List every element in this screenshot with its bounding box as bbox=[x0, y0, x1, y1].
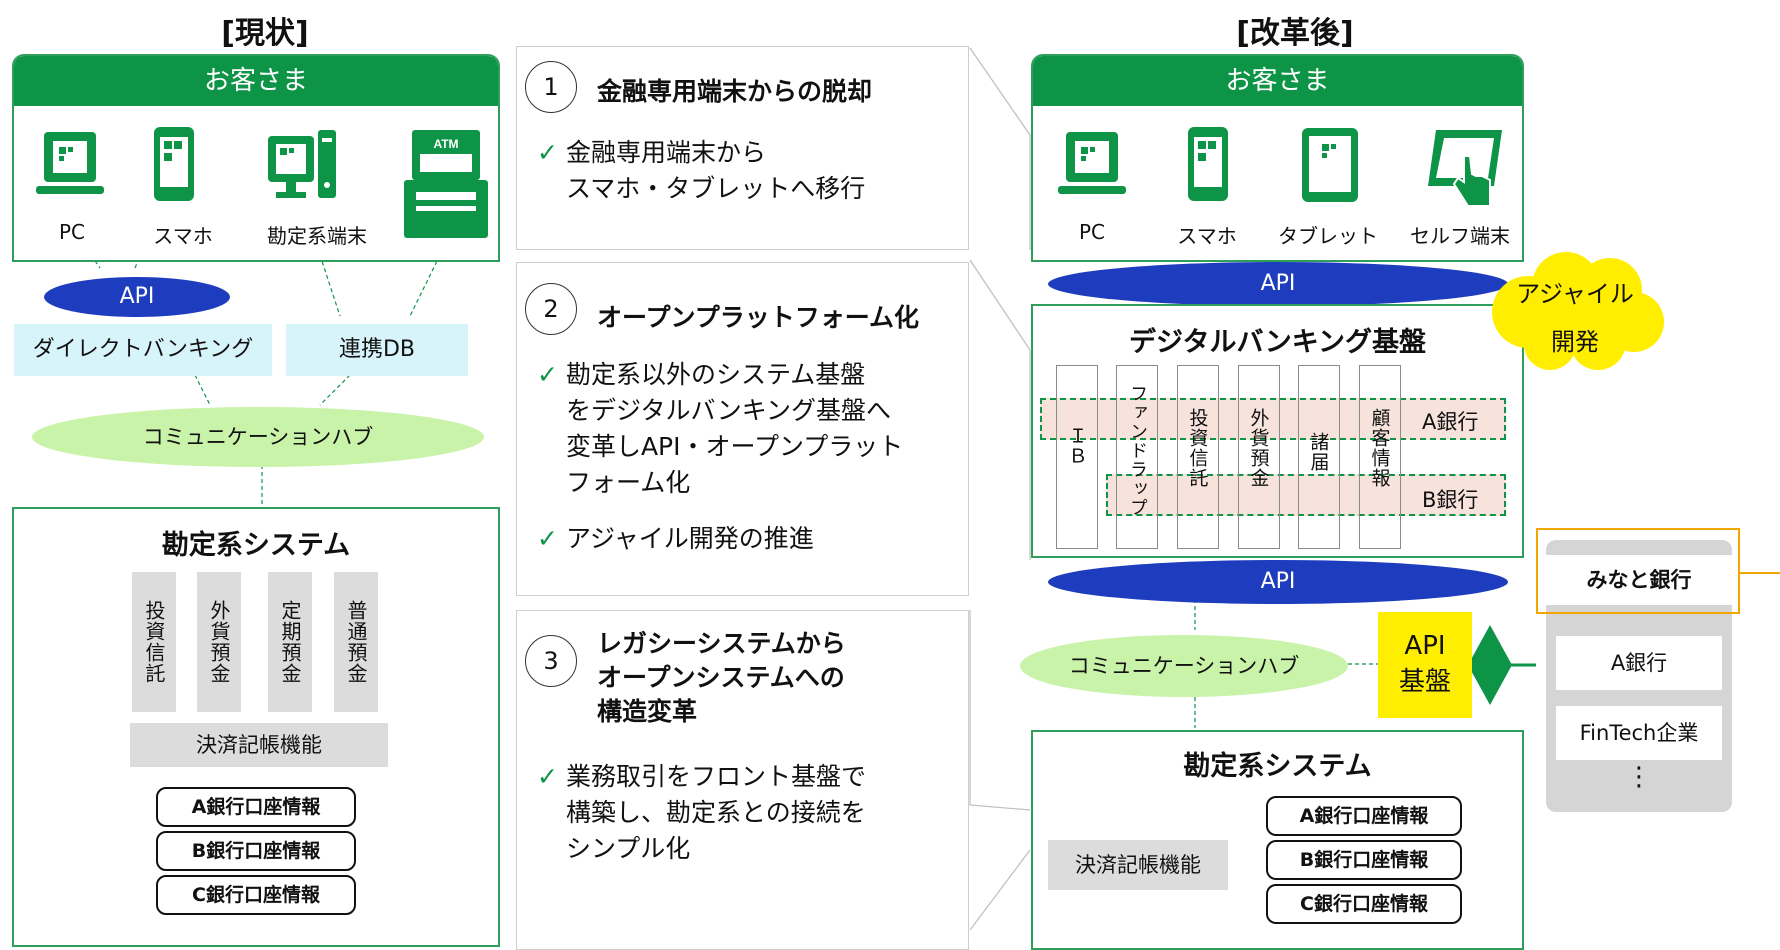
smartphone-icon bbox=[154, 127, 194, 201]
check-icon: ✓ bbox=[537, 360, 558, 389]
device-label-smartphone: スマホ bbox=[153, 224, 213, 248]
agile-development-label: アジャイル 開発 bbox=[1516, 280, 1634, 356]
svg-text:ATM: ATM bbox=[433, 137, 458, 151]
right-core-title: 勘定系システム bbox=[1183, 751, 1372, 782]
left-api-ellipse: API bbox=[44, 277, 230, 317]
agile-cloud-shape bbox=[1492, 252, 1664, 370]
after-reform-title: [改革後] bbox=[1236, 16, 1354, 51]
core-col-foreign-deposit: 外貨預金 bbox=[197, 572, 241, 712]
partner-minato-bank: みなと銀行 bbox=[1546, 555, 1732, 605]
device-label-self-terminal: セルフ端末 bbox=[1410, 224, 1510, 248]
digital-col-foreign-deposit: 外貨預金 bbox=[1238, 365, 1280, 549]
step-3-bullet: ✓ 業務取引をフロント基盤で 構築し、勘定系との接続を シンプル化 bbox=[537, 759, 866, 867]
step-1-bullet: ✓ 金融専用端末から スマホ・タブレットへ移行 bbox=[537, 135, 865, 207]
current-state-title: [現状] bbox=[221, 16, 309, 51]
core-col-savings-deposit: 普通預金 bbox=[334, 572, 378, 712]
digital-col-investment: 投資信託 bbox=[1177, 365, 1219, 549]
digital-banking-title: デジタルバンキング基盤 bbox=[1129, 327, 1426, 358]
digital-col-fundwrap: ファンドラップ bbox=[1116, 365, 1158, 549]
right-account-a: A銀行口座情報 bbox=[1266, 796, 1462, 836]
bank-a-row bbox=[1040, 398, 1506, 440]
left-core-title: 勘定系システム bbox=[161, 530, 351, 561]
digital-col-notifications: 諸届 bbox=[1298, 365, 1340, 549]
bank-a-label: A銀行 bbox=[1422, 410, 1479, 434]
bank-b-label: B銀行 bbox=[1422, 488, 1479, 512]
pc-icon bbox=[36, 132, 104, 194]
check-icon: ✓ bbox=[537, 138, 558, 167]
device-label-terminal: 勘定系端末 bbox=[267, 224, 367, 248]
core-col-time-deposit: 定期預金 bbox=[268, 572, 312, 712]
check-icon: ✓ bbox=[537, 524, 558, 553]
step-2-bullet-1: ✓ 勘定系以外のシステム基盤 をデジタルバンキング基盤へ 変革しAPI・オープン… bbox=[537, 357, 903, 501]
step-3-card: 3 レガシーシステムから オープンシステムへの 構造変革 ✓ 業務取引をフロント… bbox=[516, 610, 969, 950]
core-col-investment: 投資信託 bbox=[132, 572, 176, 712]
right-customer-header: お客さま bbox=[1033, 56, 1522, 106]
step-1-number: 1 bbox=[525, 61, 577, 113]
step-1-title: 金融専用端末からの脱却 bbox=[597, 77, 873, 106]
step-1-card: 1 金融専用端末からの脱却 ✓ 金融専用端末から スマホ・タブレットへ移行 bbox=[516, 46, 969, 250]
right-api-top: API bbox=[1048, 262, 1508, 306]
right-communication-hub: コミュニケーションハブ bbox=[1020, 635, 1348, 697]
left-account-c: C銀行口座情報 bbox=[156, 875, 356, 915]
partner-ellipsis: ⋮ bbox=[1626, 762, 1652, 792]
linkage-db-box: 連携DB bbox=[286, 324, 468, 376]
direct-banking-box: ダイレクトバンキング bbox=[14, 324, 272, 376]
smartphone-icon bbox=[1188, 127, 1228, 201]
step-3-number: 3 bbox=[525, 635, 577, 687]
left-account-b: B銀行口座情報 bbox=[156, 831, 356, 871]
device-label-smartphone: スマホ bbox=[1177, 224, 1237, 248]
partner-highlight-frame bbox=[1536, 528, 1740, 614]
left-settlement-box: 決済記帳機能 bbox=[130, 723, 388, 767]
step-2-card: 2 オープンプラットフォーム化 ✓ 勘定系以外のシステム基盤 をデジタルバンキン… bbox=[516, 262, 969, 596]
step-2-bullet-2: ✓ アジャイル開発の推進 bbox=[537, 521, 814, 557]
atm-icon: ATM bbox=[404, 130, 488, 238]
step-3-title: レガシーシステムから オープンシステムへの 構造変革 bbox=[597, 629, 846, 726]
left-communication-hub: コミュニケーションハブ bbox=[32, 407, 484, 467]
step-2-title: オープンプラットフォーム化 bbox=[597, 303, 920, 332]
right-account-c: C銀行口座情報 bbox=[1266, 884, 1462, 924]
bank-b-row bbox=[1106, 474, 1506, 516]
digital-col-customer-info: 顧客情報 bbox=[1359, 365, 1401, 549]
tablet-icon bbox=[1302, 128, 1358, 202]
terminal-icon bbox=[268, 130, 336, 198]
api-platform-box: API 基盤 bbox=[1378, 612, 1472, 718]
pc-icon bbox=[1058, 132, 1126, 194]
partner-bank-a: A銀行 bbox=[1556, 636, 1722, 690]
device-label-pc: PC bbox=[58, 220, 86, 244]
self-service-terminal-icon bbox=[1428, 130, 1502, 207]
right-settlement-box: 決済記帳機能 bbox=[1048, 840, 1228, 890]
step-2-number: 2 bbox=[525, 283, 577, 335]
right-api-bottom: API bbox=[1048, 560, 1508, 604]
right-account-b: B銀行口座情報 bbox=[1266, 840, 1462, 880]
left-customer-header: お客さま bbox=[14, 56, 498, 106]
left-account-a: A銀行口座情報 bbox=[156, 787, 356, 827]
device-label-pc: PC bbox=[1078, 220, 1106, 244]
device-label-tablet: タブレット bbox=[1278, 224, 1378, 248]
digital-col-ib: ＩＢ bbox=[1056, 365, 1098, 549]
partner-fintech: FinTech企業 bbox=[1556, 706, 1722, 760]
check-icon: ✓ bbox=[537, 762, 558, 791]
